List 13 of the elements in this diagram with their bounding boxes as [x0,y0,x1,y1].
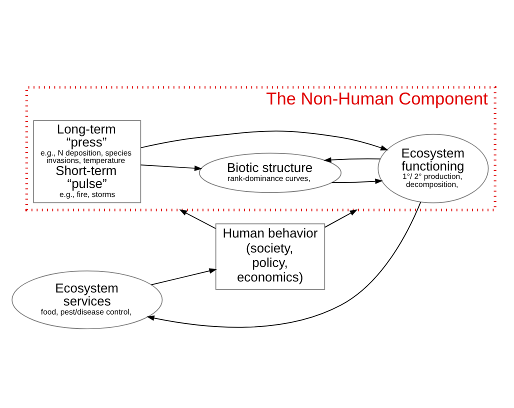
arrow [324,208,358,228]
arrow [323,156,381,162]
arrow [146,201,422,328]
arrow [179,208,216,228]
arrow [140,130,388,150]
arrow [150,268,218,285]
node-box: Human behavior (society, policy, economics) [215,222,326,290]
node-box: Long-term “press” e.g., N deposition, species invasions, temperature Short-term “pulse” e.g., fire, storms [33,120,142,203]
node-ellipse: Ecosystem services food, pest/disease control, [12,270,163,329]
node-ellipse: Ecosystem functioning 1°/ 2° production, decomposition, [378,133,489,203]
arrow [331,178,383,184]
node-ellipse: Biotic structure rank-dominance curves, [198,152,342,192]
arrow [140,164,202,170]
